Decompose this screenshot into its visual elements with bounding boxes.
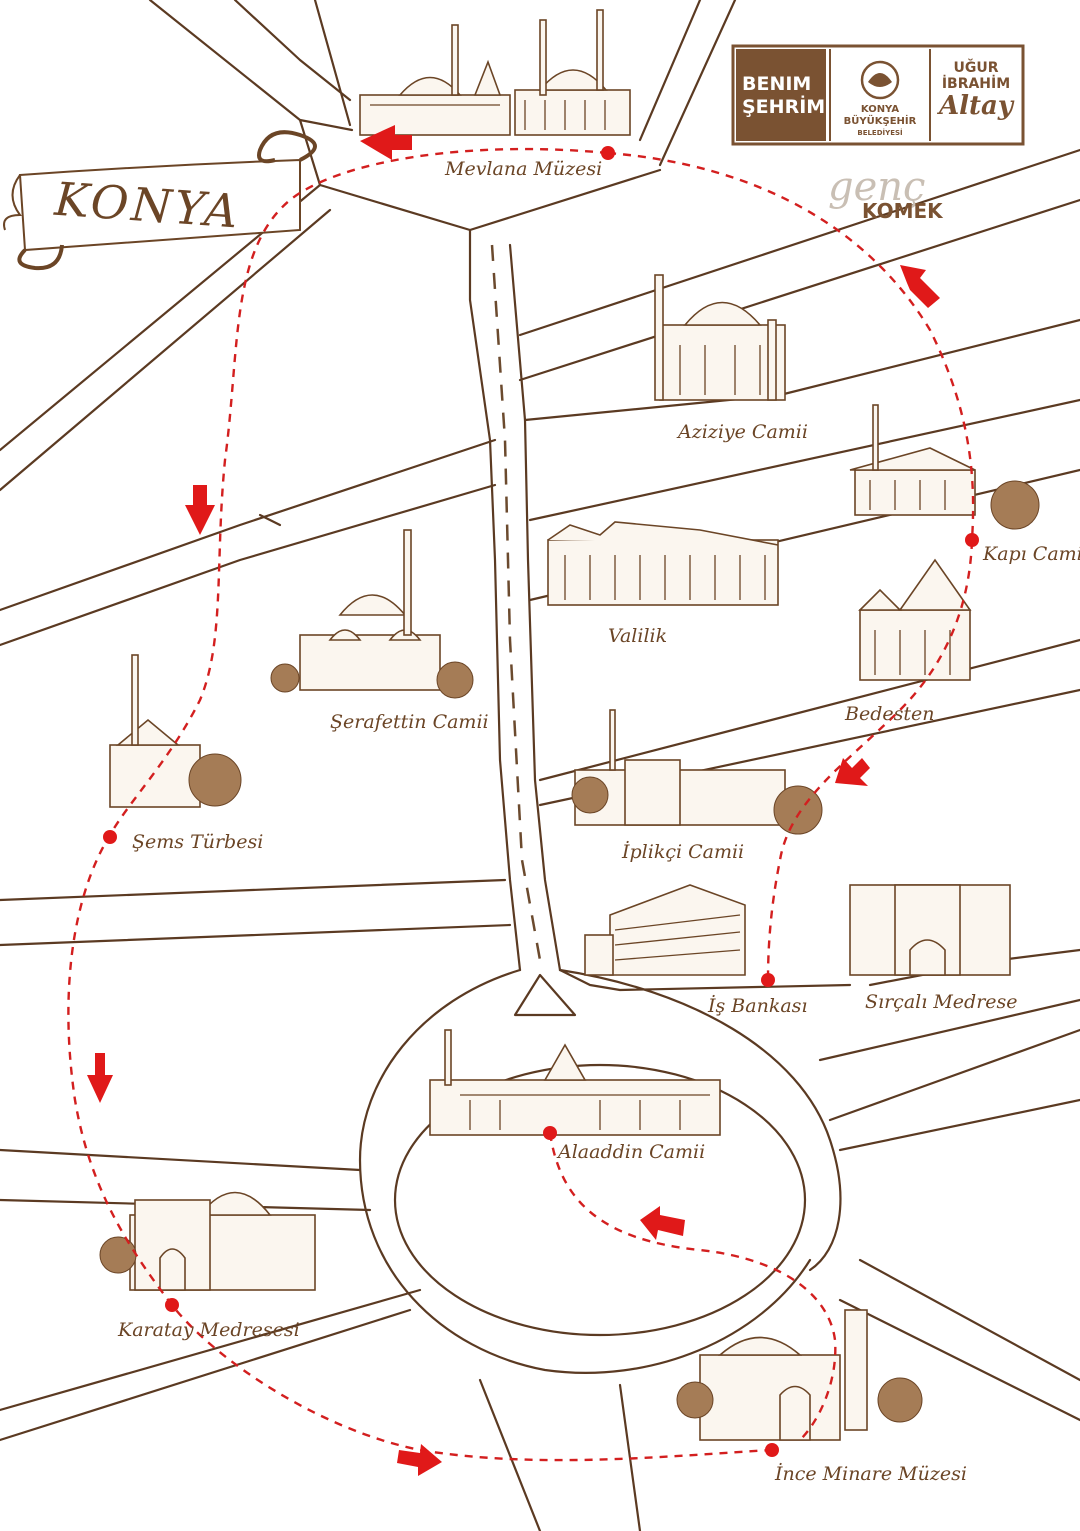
is-bankasi-building-sketch — [584, 884, 746, 976]
label-sircali: Sırçalı Medrese — [865, 991, 1018, 1013]
stop-marker-is-bankasi[interactable] — [761, 973, 775, 987]
label-mevlana: Mevlana Müzesi — [444, 158, 602, 180]
arrow-icon — [640, 1206, 685, 1240]
route-stops — [103, 146, 979, 1457]
stop-marker-alaaddin[interactable] — [543, 1126, 557, 1140]
valilik-building-sketch — [547, 521, 779, 606]
label-ince-minare: İnce Minare Müzesi — [774, 1462, 967, 1485]
municipality-emblem-icon — [860, 60, 900, 100]
arrow-icon — [900, 265, 940, 308]
landmark-labels: Mevlana Müzesi Aziziye Camii Kapı Camii … — [117, 158, 1080, 1485]
komek-logo-text: KOMEK — [862, 199, 944, 223]
alaaddin-mosque-sketch — [429, 1029, 721, 1136]
stop-marker-ince-minare[interactable] — [765, 1443, 779, 1457]
sems-tomb-sketch — [109, 654, 242, 808]
bedesten-sketch — [858, 558, 972, 681]
ince-minare-museum-sketch — [676, 1309, 923, 1441]
route-arrows — [87, 125, 940, 1476]
sircali-madrasa-sketch — [849, 884, 1011, 976]
genc-logo-text: genç — [828, 164, 925, 210]
sponsor-logos: BENIM ŞEHRİM KONYA BÜYÜKŞEHİR BELEDİYESİ… — [731, 44, 1025, 223]
arrow-icon — [87, 1053, 113, 1103]
stop-marker-karatay[interactable] — [165, 1298, 179, 1312]
municipality-logo-line2: BÜYÜKŞEHİR — [844, 113, 917, 127]
aziziye-mosque-sketch — [654, 274, 786, 401]
karatay-madrasa-sketch — [99, 1191, 316, 1291]
arrow-icon — [185, 485, 215, 535]
municipality-logo-line1: KONYA — [861, 104, 899, 115]
walking-route — [67, 147, 975, 1462]
label-iplikci: İplikçi Camii — [621, 840, 744, 863]
arrow-icon — [835, 758, 870, 786]
arrow-icon — [397, 1444, 442, 1476]
mayor-logo-line2: İBRAHİM — [942, 75, 1010, 92]
mayor-logo-line1: UĞUR — [953, 58, 998, 76]
stop-marker-mevlana[interactable] — [601, 146, 615, 160]
municipality-logo-line3: BELEDİYESİ — [857, 128, 902, 137]
arrow-icon — [360, 125, 412, 160]
label-kapi: Kapı Camii — [982, 543, 1080, 565]
label-aziziye: Aziziye Camii — [676, 421, 808, 443]
stop-marker-kapi[interactable] — [965, 533, 979, 547]
label-serafettin: Şerafettin Camii — [330, 711, 489, 733]
benim-sehrim-logo-line2: ŞEHRİM — [742, 94, 825, 118]
label-bedesten: Bedesten — [844, 703, 934, 725]
kapi-mosque-sketch — [849, 404, 1040, 530]
label-karatay: Karatay Medresesi — [117, 1319, 300, 1341]
label-is-bankasi: İş Bankası — [707, 994, 808, 1017]
benim-sehrim-logo-line1: BENIM — [742, 73, 811, 95]
label-valilik: Valilik — [608, 625, 667, 647]
iplikci-mosque-sketch — [571, 709, 823, 835]
label-alaaddin: Alaaddin Camii — [556, 1141, 705, 1163]
mayor-logo-line3: Altay — [936, 91, 1015, 121]
mevlana-museum-sketch — [359, 9, 631, 136]
konya-banner: KONYA — [3, 130, 317, 271]
serafettin-mosque-sketch — [270, 529, 474, 699]
city-banner-text: KONYA — [52, 172, 242, 239]
stop-marker-sems[interactable] — [103, 830, 117, 844]
label-sems: Şems Türbesi — [132, 831, 263, 853]
